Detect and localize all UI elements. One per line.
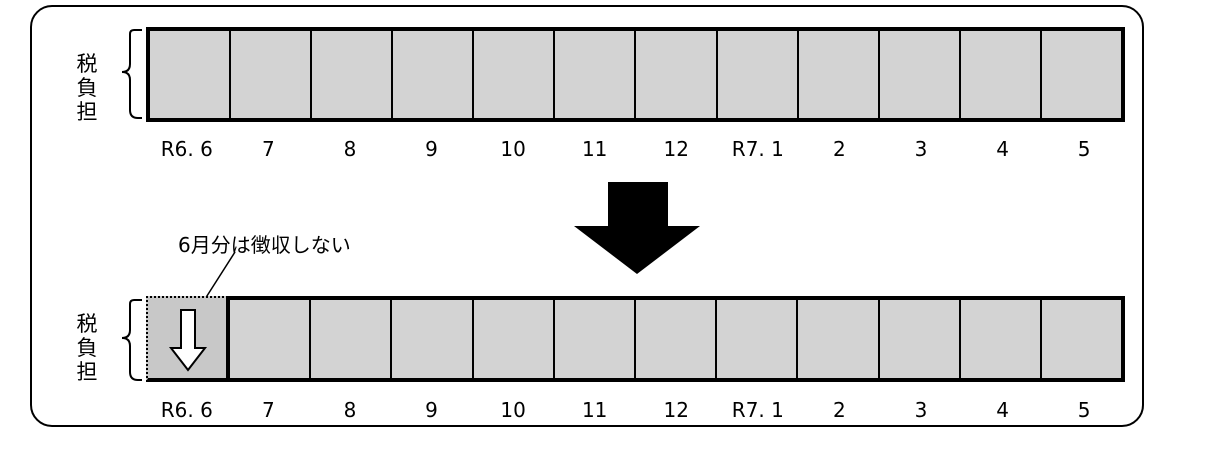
top-month-labels: R6. 6 7 8 9 10 11 12 R7. 1 2 3 4 5: [146, 137, 1125, 161]
top-tax-burden-label: 税 負 担: [76, 52, 98, 124]
month-label: 7: [262, 398, 275, 422]
month-label: 2: [833, 398, 846, 422]
month-cell: [633, 300, 716, 378]
month-cell: [1039, 31, 1121, 118]
top-month-bar: [146, 27, 1125, 122]
month-label: 12: [663, 137, 689, 161]
month-label: 9: [425, 137, 438, 161]
bottom-tax-burden-label: 税 負 担: [76, 312, 98, 384]
month-cell: [390, 300, 472, 378]
month-label: R7. 1: [731, 398, 784, 422]
month-label: 5: [1077, 398, 1091, 422]
month-label: 8: [343, 137, 357, 161]
month-cell: [472, 31, 554, 118]
month-label: 10: [500, 137, 526, 161]
month-label: 4: [996, 398, 1009, 422]
month-label: 12: [663, 398, 689, 422]
month-cell: [958, 300, 1040, 378]
june-not-collected-cell: [146, 296, 228, 382]
month-label: 11: [581, 137, 608, 161]
month-cell: [230, 300, 310, 378]
month-label: 5: [1077, 137, 1091, 161]
month-label: R6. 6: [160, 398, 213, 422]
month-cell: [552, 300, 634, 378]
diagram-frame: [30, 5, 1144, 427]
bottom-month-bar: [226, 296, 1125, 382]
down-arrow-icon: [574, 182, 700, 274]
month-cell: [634, 31, 716, 118]
month-cell: [715, 300, 797, 378]
month-label: 7: [262, 137, 275, 161]
month-cell: [796, 31, 878, 118]
month-label: 10: [500, 398, 526, 422]
month-cell: [1039, 300, 1122, 378]
month-label: 3: [914, 398, 928, 422]
month-cell: [391, 31, 473, 118]
month-cell: [553, 31, 635, 118]
hollow-down-arrow-icon: [168, 309, 208, 372]
month-label: 11: [581, 398, 608, 422]
month-cell: [796, 300, 878, 378]
no-collection-note: 6月分は徴収しない: [178, 233, 351, 257]
month-cell: [877, 31, 959, 118]
month-label: R7. 1: [731, 137, 784, 161]
month-cell: [150, 31, 230, 118]
month-label: 2: [833, 137, 846, 161]
month-cell: [715, 31, 797, 118]
month-cell: [310, 31, 392, 118]
month-label: 8: [343, 398, 357, 422]
month-cell: [309, 300, 391, 378]
month-cell: [471, 300, 553, 378]
month-label: 3: [914, 137, 928, 161]
month-label: R6. 6: [160, 137, 213, 161]
month-cell: [229, 31, 311, 118]
month-cell: [958, 31, 1040, 118]
bottom-month-labels: R6. 6 7 8 9 10 11 12 R7. 1 2 3 4 5: [146, 398, 1125, 422]
month-label: 9: [425, 398, 438, 422]
month-cell: [877, 300, 959, 378]
month-label: 4: [996, 137, 1009, 161]
